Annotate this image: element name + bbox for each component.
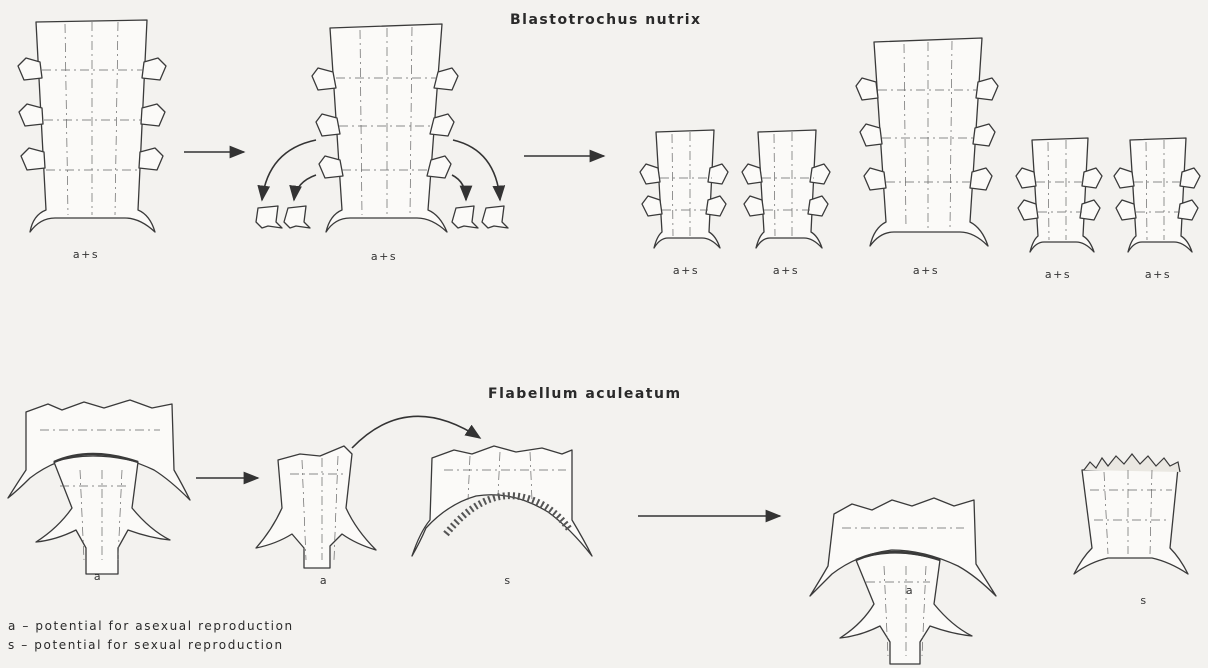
blastotrochus-corallum-7 [1114,138,1200,252]
title-blastotrochus: Blastotrochus nutrix [510,12,702,28]
label-top-1: a+s [56,248,116,261]
flabellum-corallum-1 [8,400,190,574]
flabellum-corallum-3 [412,446,592,556]
flabellum-corallum-2 [256,446,376,568]
label-top-4: a+s [756,264,816,277]
legend-item-sexual: s – potential for sexual reproduction [8,636,294,655]
label-bottom-3: s [478,574,538,587]
legend: a – potential for asexual reproduction s… [8,617,294,655]
label-top-3: a+s [656,264,716,277]
label-bottom-1: a [68,570,128,583]
blastotrochus-corallum-2 [256,24,508,232]
label-top-5: a+s [896,264,956,277]
arrow-4 [352,416,480,448]
blastotrochus-corallum-3 [640,130,728,248]
label-top-2: a+s [354,250,414,263]
blastotrochus-corallum-1 [18,20,166,232]
title-flabellum: Flabellum aculeatum [488,386,682,402]
label-bottom-4: a [880,584,940,597]
label-bottom-2: a [294,574,354,587]
label-bottom-5: s [1114,594,1174,607]
blastotrochus-corallum-4 [742,130,830,248]
flabellum-corallum-5 [1074,454,1188,574]
legend-item-asexual: a – potential for asexual reproduction [8,617,294,636]
flabellum-corallum-4 [810,498,996,664]
label-top-6: a+s [1028,268,1088,281]
label-top-7: a+s [1128,268,1188,281]
blastotrochus-corallum-6 [1016,138,1102,252]
blastotrochus-corallum-5 [856,38,998,246]
